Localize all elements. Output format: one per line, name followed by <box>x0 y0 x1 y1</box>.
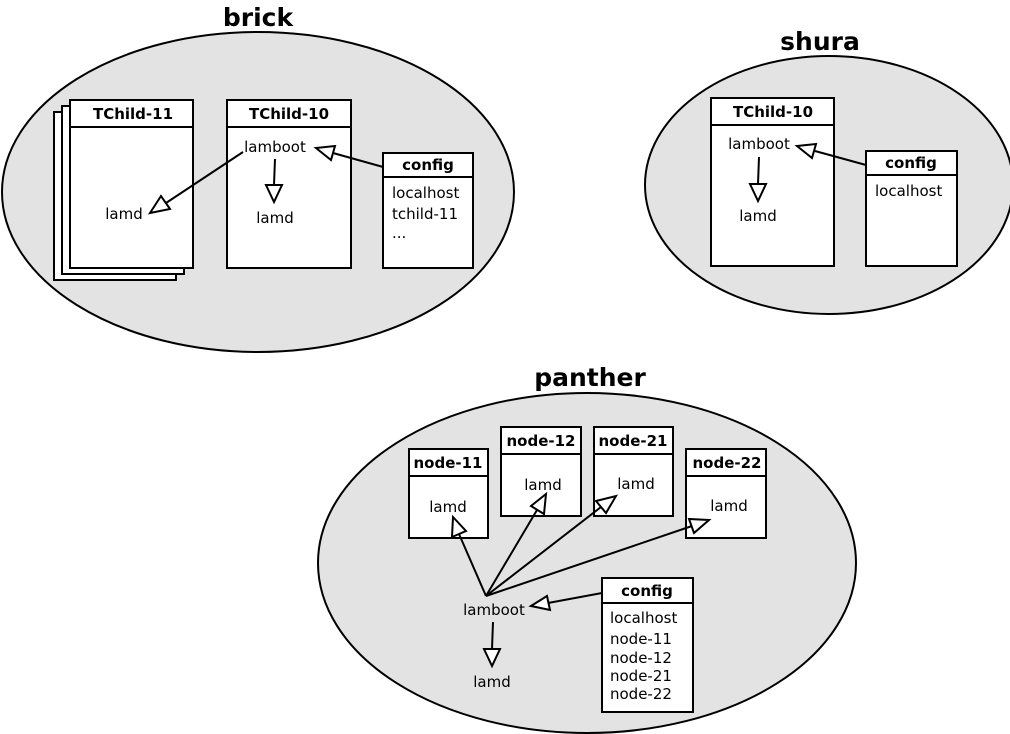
node-11-box <box>408 448 489 539</box>
brick-tchild-10-header: TChild-10 <box>249 105 329 123</box>
shura-lamboot-to-lamd-arrowhead <box>748 183 768 204</box>
brick-config-to-lamboot-arrow <box>332 152 384 168</box>
panther-lamboot-to-lamd-arrowhead <box>482 648 502 669</box>
panther-lamboot-to-node-12-arrowhead <box>529 491 548 516</box>
shura-config-line: localhost <box>875 182 942 200</box>
panther-lamboot-to-node-22-arrow <box>485 525 693 597</box>
panther-config-line: node-11 <box>610 630 672 648</box>
shura-lamboot: lamboot <box>728 135 790 153</box>
brick-config-to-lamboot-arrowhead <box>313 144 337 162</box>
brick-config-box <box>382 152 474 269</box>
panther-lamboot-to-node-21-arrow <box>485 506 602 597</box>
panther-lamboot-to-node-11-arrowhead <box>450 514 468 539</box>
host-shura: shura TChild-10 lamboot lamd config loca… <box>644 27 1010 315</box>
panther-config-header: config <box>621 582 673 600</box>
panther-config-line: node-12 <box>610 649 672 667</box>
host-brick-title: brick <box>223 3 295 32</box>
node-12-header: node-12 <box>507 432 576 450</box>
panther-config: config localhost node-11 node-12 node-21… <box>601 577 694 713</box>
panther-lamboot-to-node-12-arrow <box>485 509 538 597</box>
brick-tchild-10: TChild-10 lamboot lamd <box>226 99 352 269</box>
node-22: node-22 lamd <box>685 448 767 539</box>
node-11-header: node-11 <box>414 454 483 472</box>
brick-config: config localhost tchild-11 ... <box>382 152 474 269</box>
node-21: node-21 lamd <box>593 426 674 517</box>
brick-config-header: config <box>402 156 454 174</box>
shura-tchild-10-box <box>710 97 835 267</box>
panther-lamboot: lamboot <box>463 601 525 619</box>
shura-config: config localhost <box>865 150 958 267</box>
brick-lamboot-to-lamd-arrow <box>273 158 276 186</box>
tchild-11-stack: TChild-11 lamd <box>53 99 194 281</box>
node-11: node-11 lamd <box>408 448 489 539</box>
panther-lamboot-to-node-11-arrow <box>458 533 487 597</box>
brick-config-line: tchild-11 <box>392 205 458 223</box>
shura-config-box <box>865 150 958 267</box>
tchild-11-lamd: lamd <box>105 205 143 223</box>
shura-tchild-10-header: TChild-10 <box>733 103 813 121</box>
brick-lamboot: lamboot <box>244 138 306 156</box>
brick-lamd: lamd <box>256 209 294 227</box>
node-11-lamd: lamd <box>429 498 467 516</box>
host-shura-title: shura <box>780 27 860 56</box>
panther-lamboot-to-node-21-arrowhead <box>594 494 619 515</box>
panther-arrows <box>450 491 712 669</box>
node-12-lamd: lamd <box>524 476 562 494</box>
brick-lamboot-to-tchild11-arrow <box>165 151 244 204</box>
host-panther: panther node-11 lamd node-12 lamd node-2… <box>317 363 857 734</box>
brick-config-line: localhost <box>392 184 459 202</box>
brick-tchild-10-box <box>226 99 352 269</box>
tchild-11-header: TChild-11 <box>93 105 173 123</box>
brick-lamboot-to-lamd-arrowhead <box>264 184 284 205</box>
shura-config-header: config <box>885 154 937 172</box>
node-22-lamd: lamd <box>710 497 748 515</box>
panther-lamboot-to-lamd-arrow <box>491 621 494 650</box>
node-22-header: node-22 <box>693 454 762 472</box>
panther-lamboot-to-node-22-arrowhead <box>687 517 712 535</box>
shura-lamboot-to-lamd-arrow <box>757 156 760 185</box>
panther-config-to-lamboot-arrow <box>547 592 603 604</box>
host-panther-ellipse <box>317 392 857 734</box>
shura-arrows <box>748 142 867 204</box>
shura-config-to-lamboot-arrow <box>814 150 867 166</box>
panther-config-line: node-22 <box>610 685 672 703</box>
brick-arrows <box>147 144 384 215</box>
panther-config-box <box>601 577 694 713</box>
panther-config-to-lamboot-arrowhead <box>528 594 552 612</box>
shura-tchild-10: TChild-10 lamboot lamd <box>710 97 835 267</box>
shura-config-to-lamboot-arrowhead <box>794 142 818 160</box>
shura-lamd: lamd <box>739 207 777 225</box>
host-brick: brick TChild-11 lamd TChild-10 lamboot l… <box>1 3 515 353</box>
panther-lamd: lamd <box>473 673 511 691</box>
brick-lamboot-to-tchild11-arrowhead <box>147 194 172 215</box>
node-21-header: node-21 <box>599 432 668 450</box>
panther-config-line: localhost <box>610 609 677 627</box>
brick-config-line: ... <box>392 224 406 242</box>
tchild-11-box <box>69 99 194 269</box>
panther-config-line: node-21 <box>610 667 672 685</box>
host-panther-title: panther <box>534 363 646 392</box>
node-21-lamd: lamd <box>617 475 655 493</box>
